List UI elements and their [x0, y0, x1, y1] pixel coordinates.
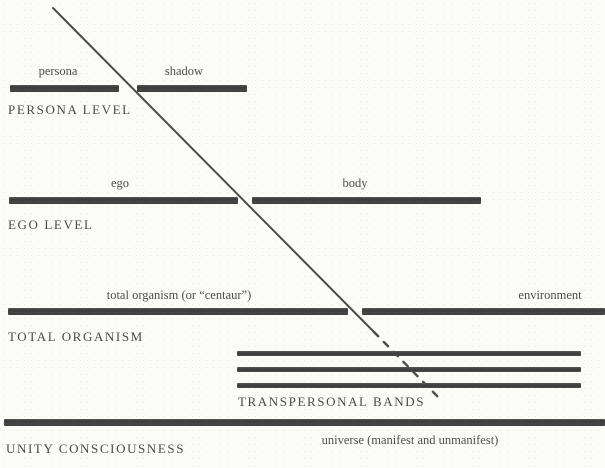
persona-label: persona [38, 64, 78, 78]
body-label: body [342, 176, 368, 190]
ego-label: ego [110, 176, 130, 190]
diagonal-dashed-line [372, 330, 444, 403]
ego-level-title: EGO LEVEL [8, 217, 94, 232]
total-organism-bar [8, 308, 348, 315]
persona-bar [10, 85, 119, 92]
unity-consciousness-bar [4, 419, 605, 426]
transpersonal-band [237, 351, 581, 356]
environment-label: environment [518, 288, 582, 302]
total-organism-level-title: TOTAL ORGANISM [8, 329, 144, 344]
diagonal-solid-line [52, 7, 375, 333]
total-organism-label: total organism (or “centaur”) [106, 288, 252, 302]
environment-bar [362, 308, 605, 315]
shadow-bar [137, 85, 247, 92]
universe-label: universe (manifest and unmanifest) [321, 433, 499, 447]
unity-consciousness-title: UNITY CONSCIOUSNESS [6, 441, 186, 456]
body-bar [252, 197, 481, 204]
shadow-label: shadow [164, 64, 204, 78]
persona-level-title: PERSONA LEVEL [8, 102, 132, 117]
transpersonal-bands-title: TRANSPERSONAL BANDS [238, 394, 426, 409]
transpersonal-band [237, 383, 581, 388]
ego-bar [9, 197, 238, 204]
transpersonal-band [237, 367, 581, 372]
